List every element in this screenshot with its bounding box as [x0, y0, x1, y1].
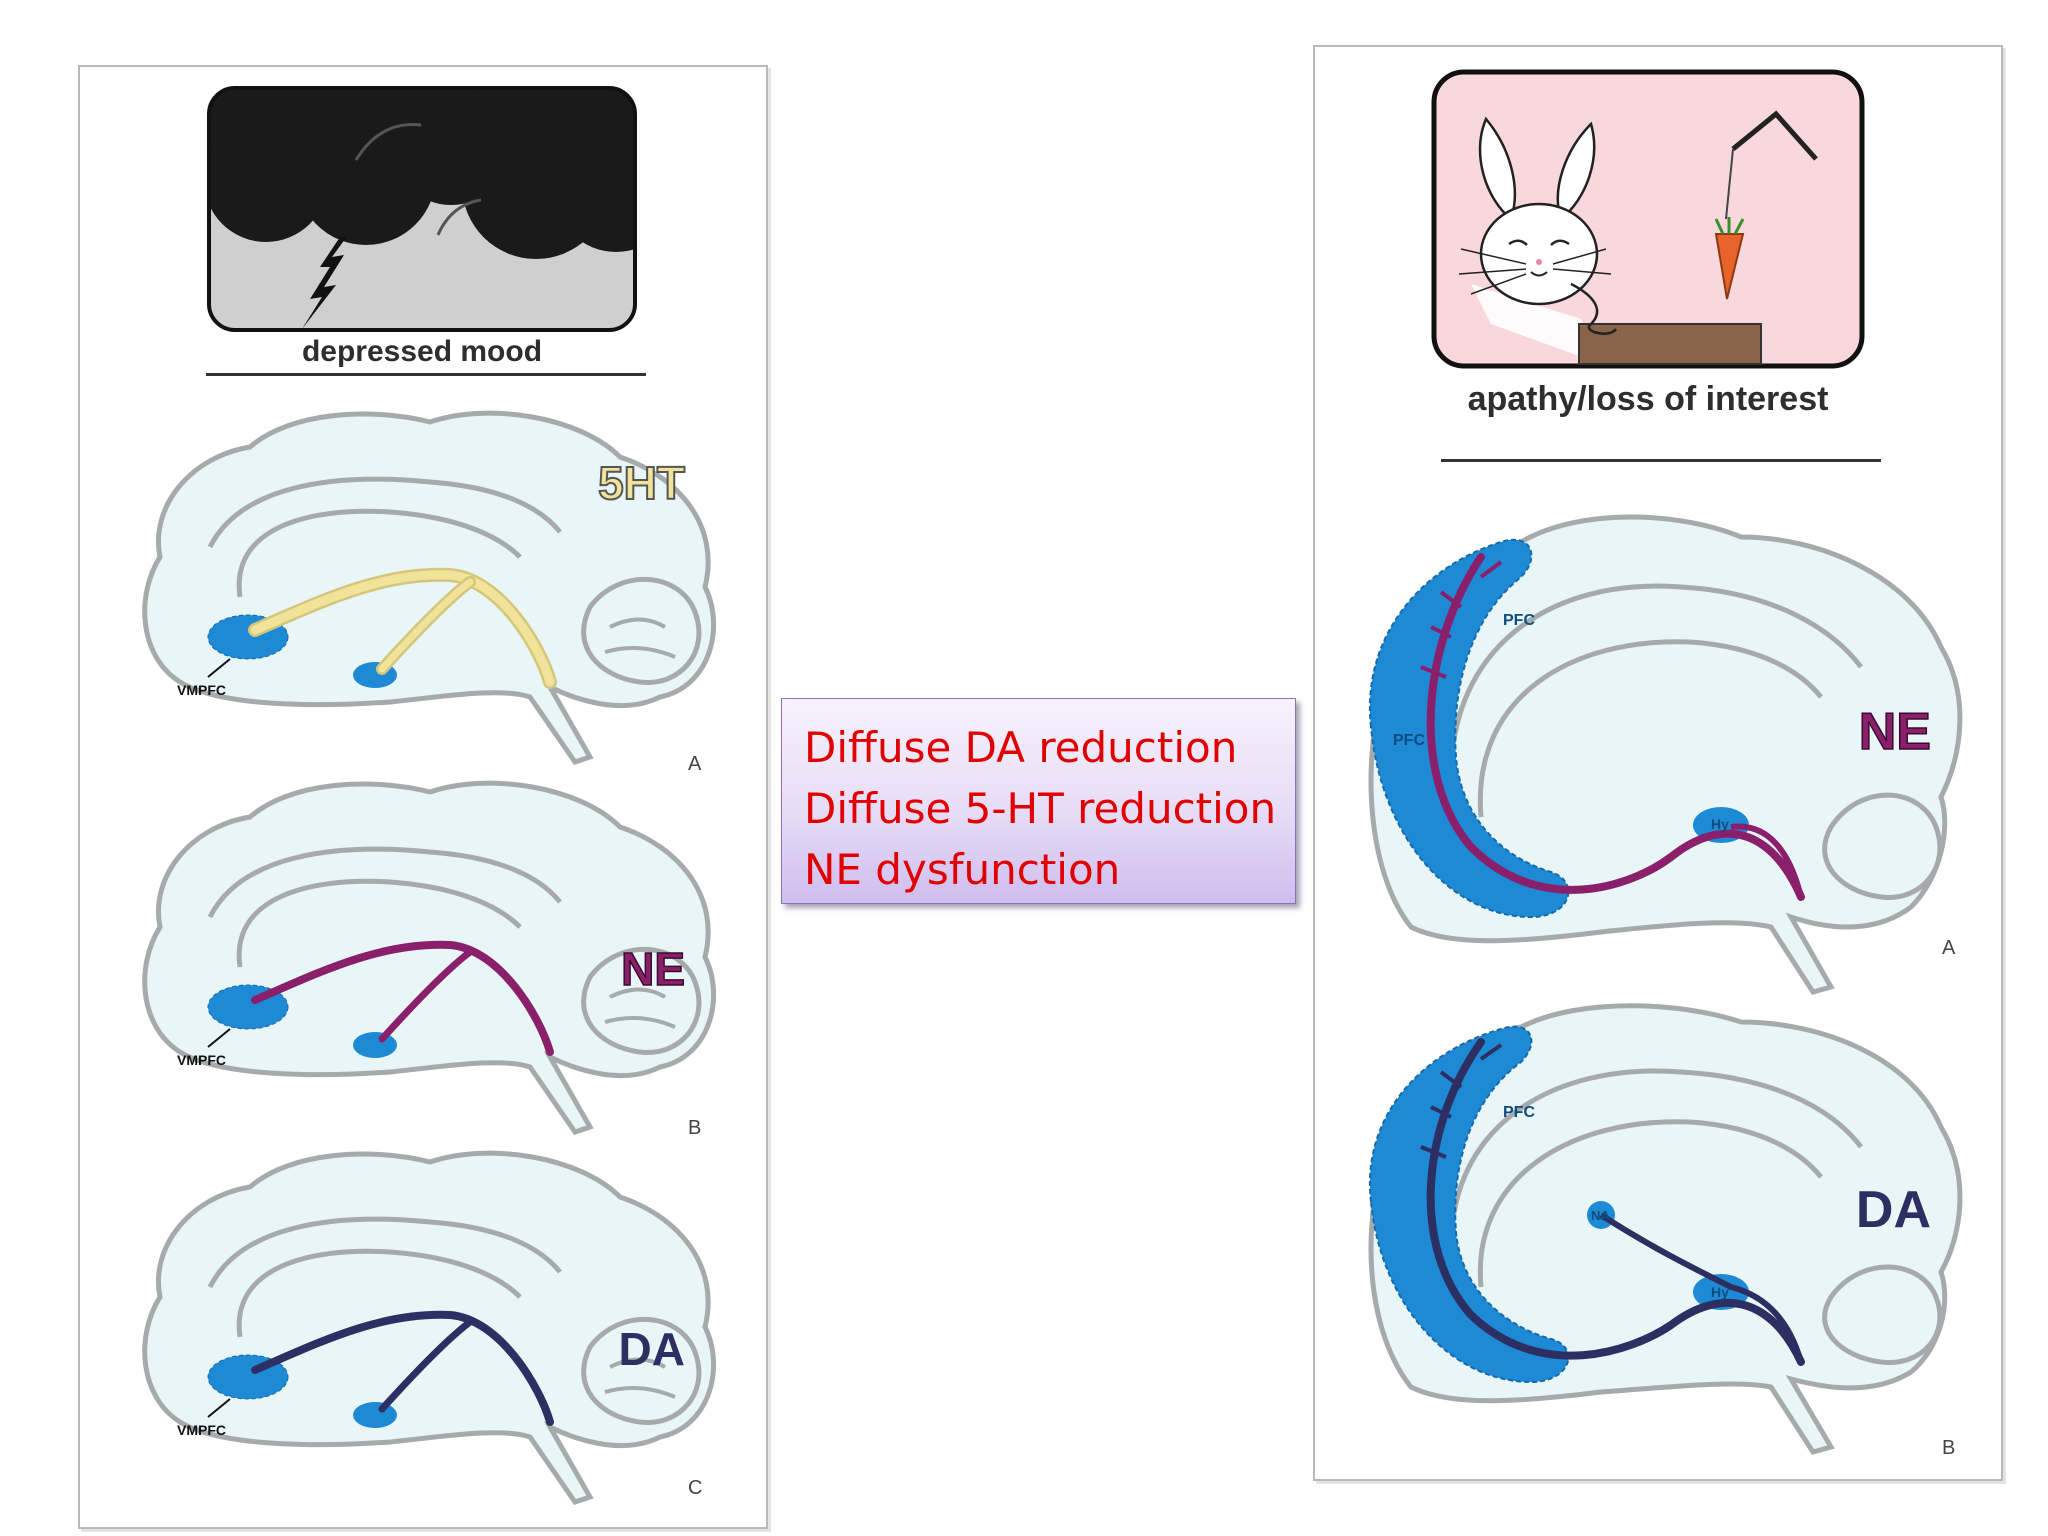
transmitter-label-ne: NE	[621, 943, 685, 995]
brain-ne-diagram: VMPFC NE	[142, 780, 717, 1135]
brain-5ht-diagram: VMPFC 5HT	[142, 410, 717, 765]
storm-cloud-illustration	[207, 86, 637, 332]
vmpfc-label: VMPFC	[177, 682, 226, 698]
na-label: NA	[1591, 1208, 1610, 1223]
vmpfc-label: VMPFC	[177, 1052, 226, 1068]
caption-divider	[1441, 459, 1881, 462]
brain-da-pfc-diagram: PFC Hy NA DA	[1368, 1003, 1963, 1455]
lightning-icon	[302, 235, 348, 329]
callout-line-da: Diffuse DA reduction	[804, 723, 1238, 772]
hy-label: Hy	[1711, 816, 1729, 832]
pfc-label: PFC	[1503, 612, 1535, 629]
pfc-label: PFC	[1393, 732, 1425, 749]
transmitter-label-da: DA	[1856, 1181, 1931, 1239]
brain-ne-pfc-diagram: PFC PFC Hy NE	[1368, 514, 1963, 995]
transmitter-label-ne: NE	[1859, 703, 1931, 761]
vmpfc-label: VMPFC	[177, 1422, 226, 1438]
right-panel: apathy/loss of interest PFC PFC Hy NE A …	[1313, 45, 2003, 1481]
bored-rabbit-illustration	[1431, 69, 1865, 369]
depressed-mood-caption: depressed mood	[301, 335, 543, 368]
transmitter-label-da: DA	[619, 1323, 685, 1375]
apathy-caption: apathy/loss of interest	[1467, 380, 1829, 418]
callout-line-ne: NE dysfunction	[804, 845, 1121, 894]
brain-da-diagram: VMPFC DA	[142, 1150, 717, 1505]
figure-letter-b: B	[688, 1117, 702, 1139]
callout-line-5ht: Diffuse 5-HT reduction	[804, 784, 1277, 833]
figure-letter-a: A	[1942, 937, 1956, 959]
figure-letter-b: B	[1942, 1437, 1956, 1459]
rabbit-icon	[1478, 116, 1618, 335]
pfc-label: PFC	[1503, 1104, 1535, 1121]
transmitter-label-5ht: 5HT	[598, 457, 685, 509]
hy-label: Hy	[1711, 1284, 1729, 1300]
caption-divider	[206, 373, 646, 376]
left-panel: depressed mood VMPFC 5HT A VMPFC NE B	[78, 65, 768, 1529]
figure-letter-a: A	[688, 753, 702, 775]
figure-letter-c: C	[688, 1477, 703, 1499]
summary-callout-box: Diffuse DA reduction Diffuse 5-HT reduct…	[781, 698, 1296, 904]
